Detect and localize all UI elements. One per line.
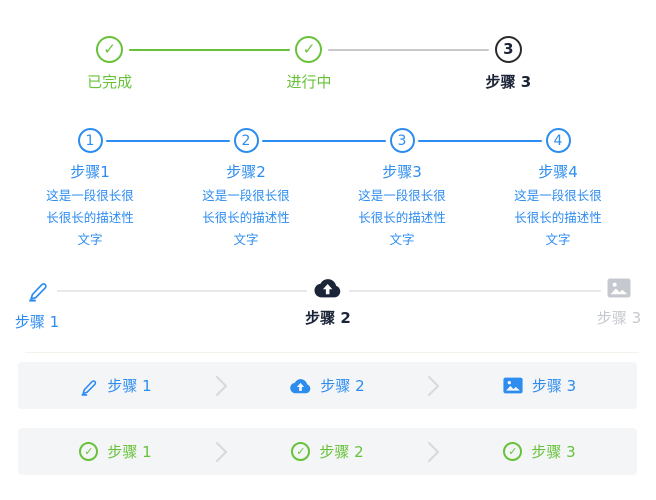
step-item[interactable]: ✓ 步骤 1 [18, 441, 213, 462]
chevron-right-icon [425, 372, 442, 400]
steps-status-row: ✓ 已完成 ✓ 进行中 3 步骤 3 [10, 36, 608, 92]
step-item: 步骤 3 [595, 278, 643, 328]
chevron-right-icon [425, 438, 442, 466]
step-connector-line [128, 49, 290, 51]
step-label: 步骤 2 [319, 443, 364, 461]
cloud-upload-icon [314, 278, 341, 298]
step-number: 1 [85, 132, 95, 149]
check-circle-icon: ✓ [503, 442, 523, 461]
chevron-right-icon [213, 372, 230, 400]
step-description: 这是一段很长很长很长的描述性文字 [358, 188, 446, 247]
chevron-right-icon [213, 438, 230, 466]
step-number: 3 [503, 40, 514, 58]
step-connector-line [262, 140, 386, 142]
step-label: 步骤 1 [107, 377, 152, 395]
step-number-circle: 3 [494, 36, 522, 63]
step-label: 步骤1 [70, 163, 110, 181]
check-icon: ✓ [302, 40, 316, 58]
step-label: 步骤 1 [107, 443, 152, 461]
check-circle-icon: ✓ [96, 36, 124, 63]
check-circle-icon: ✓ [291, 442, 311, 461]
step-connector-line [327, 49, 490, 51]
step-description: 这是一段很长很长很长的描述性文字 [514, 188, 602, 247]
step-item: 1 步骤1 这是一段很长很长很长的描述性文字 [12, 128, 230, 251]
step-number-circle: 3 [389, 128, 415, 153]
step-label: 步骤 3 [485, 73, 532, 91]
step-connector-line [349, 290, 601, 292]
step-connector-line [57, 290, 307, 292]
step-label: 进行中 [286, 73, 332, 91]
step-item: 步骤 2 [305, 278, 351, 328]
step-item: ✓ 进行中 [209, 36, 490, 92]
steps-numbered-row: 1 步骤1 这是一段很长很长很长的描述性文字 2 步骤2 这是一段很长很长很长的… [12, 128, 636, 251]
step-item: 步骤 1 [13, 278, 61, 332]
step-number-circle: 1 [77, 128, 103, 153]
step-connector-line [418, 140, 542, 142]
step-label: 步骤 3 [596, 309, 642, 327]
step-item[interactable]: 步骤 1 [18, 375, 213, 396]
steps-bar-checks: ✓ 步骤 1 ✓ 步骤 2 ✓ 步骤 3 [18, 428, 637, 475]
step-label: 步骤 2 [320, 377, 365, 395]
step-description: 这是一段很长很长很长的描述性文字 [46, 188, 134, 247]
step-label: 步骤 3 [531, 443, 576, 461]
check-icon: ✓ [103, 40, 116, 58]
step-label: 已完成 [87, 73, 133, 91]
section-divider [25, 352, 639, 353]
step-item[interactable]: ✓ 步骤 3 [442, 441, 637, 462]
step-description: 这是一段很长很长很长的描述性文字 [202, 188, 290, 247]
step-item: ✓ 已完成 [10, 36, 290, 92]
check-icon: ✓ [296, 445, 306, 458]
step-number-circle: 2 [233, 128, 259, 153]
steps-icon-row: 步骤 1 步骤 2 步骤 3 [0, 270, 656, 340]
check-icon: ✓ [508, 445, 518, 458]
edit-icon [26, 278, 49, 302]
step-item[interactable]: 步骤 2 [230, 375, 425, 396]
step-label: 步骤4 [538, 163, 578, 181]
step-item: 3 步骤 3 [409, 36, 608, 92]
step-item[interactable]: 步骤 3 [442, 375, 637, 396]
step-connector-line [106, 140, 230, 142]
step-item: 2 步骤2 这是一段很长很长很长的描述性文字 [168, 128, 386, 251]
step-label: 步骤 1 [14, 313, 60, 331]
step-item: 4 步骤4 这是一段很长很长很长的描述性文字 [480, 128, 636, 251]
step-label: 步骤2 [226, 163, 266, 181]
edit-icon [79, 376, 98, 396]
step-label: 步骤3 [382, 163, 422, 181]
step-item: 3 步骤3 这是一段很长很长很长的描述性文字 [324, 128, 542, 251]
step-label: 步骤 3 [531, 377, 577, 395]
image-icon [503, 377, 523, 394]
step-number: 2 [241, 132, 251, 149]
step-item[interactable]: ✓ 步骤 2 [230, 441, 425, 462]
check-circle-icon: ✓ [79, 442, 99, 461]
image-icon [607, 278, 631, 298]
step-number: 3 [397, 132, 407, 149]
step-number: 4 [553, 132, 563, 149]
check-circle-icon: ✓ [295, 36, 323, 63]
cloud-upload-icon [290, 378, 311, 394]
steps-bar-icons: 步骤 1 步骤 2 步骤 3 [18, 362, 637, 409]
check-icon: ✓ [84, 445, 94, 458]
step-number-circle: 4 [545, 128, 571, 153]
step-label: 步骤 2 [305, 309, 351, 327]
